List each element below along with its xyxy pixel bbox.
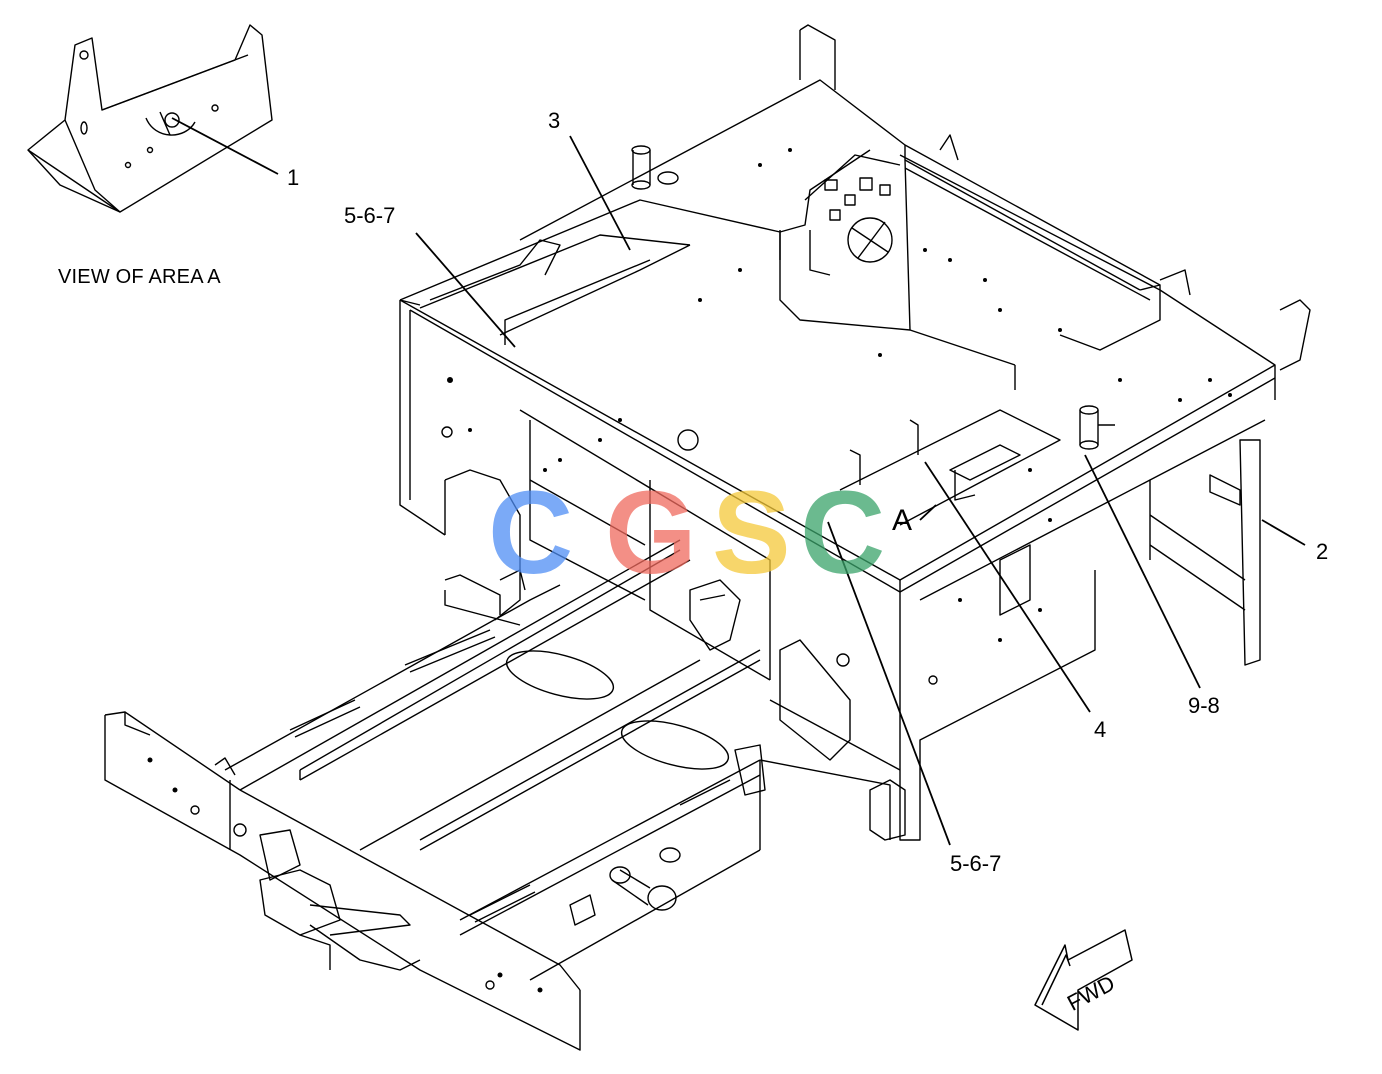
watermark-letter-1: C [488, 467, 574, 599]
leader-567-bottom [827, 521, 951, 846]
callout-1: 1 [287, 165, 300, 190]
callout-3: 3 [548, 108, 561, 133]
leader-98 [1084, 454, 1201, 689]
forward-arrow-icon [1034, 929, 1133, 1031]
leader-area-a [919, 504, 937, 521]
leader-3 [569, 135, 631, 251]
callout-5-6-7-top: 5-6-7 [344, 203, 396, 228]
watermark-letter-3: S [712, 467, 791, 599]
callout-5-6-7-bottom: 5-6-7 [950, 851, 1002, 876]
leader-2 [1261, 519, 1306, 546]
view-caption: VIEW OF AREA A [58, 266, 221, 288]
callout-2: 2 [1316, 539, 1329, 564]
inset-area-a-drawing [27, 24, 273, 213]
callout-9-8: 9-8 [1188, 693, 1220, 718]
leader-567-top [415, 232, 516, 348]
area-marker: A [892, 504, 913, 537]
callout-4: 4 [1094, 717, 1107, 742]
watermark-letter-2: G [605, 467, 697, 599]
leader-4 [924, 461, 1091, 713]
leader-1 [171, 117, 279, 175]
watermark-letter-4: C [800, 467, 886, 599]
